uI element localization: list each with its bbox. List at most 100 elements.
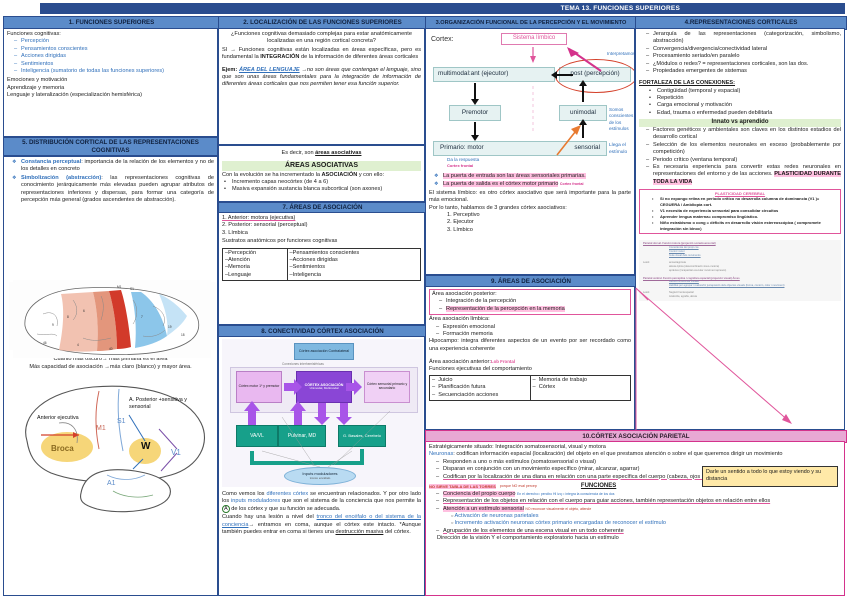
diagram-cortex-label: Cortex: [431, 36, 454, 43]
svg-text:19: 19 [168, 325, 172, 329]
list-item: ○ Incremento activación neuronas córtex … [451, 520, 666, 527]
list-item: Constancia perceptual: importancia de la… [12, 159, 214, 174]
list-item: Codifican por la localización de una dia… [436, 474, 767, 482]
s5-text-1: : importancia de la relación de los elem… [21, 159, 214, 173]
arrow-primary-unimodal [579, 119, 587, 138]
list-item: Niño estrabismo o cong = déficits en des… [652, 220, 838, 232]
svg-text:M1: M1 [117, 285, 122, 289]
section-4-title: 4.REPRESENTACIONES CORTICALES [684, 19, 798, 27]
s9-limbic-items: Expresión emocional Formación memoria [429, 324, 631, 339]
panel-section-10: Estratégicamente situado: Integración so… [425, 441, 845, 596]
list-item: ○ Activación de neuronas parietales [451, 512, 539, 519]
list-item: Inteligencia (sumatorio de todas las fun… [14, 68, 214, 76]
list-item: Expresión emocional [436, 324, 631, 332]
svg-text:A1: A1 [107, 480, 116, 487]
list-item: Edad, trauma o enfermedad pueden debilit… [649, 110, 841, 118]
list-item: Carga emocional y motivación [649, 102, 841, 110]
brain-sketch-figure: W M1 S1 V1 A1 Broca Anterior ejecutiva A… [11, 375, 213, 521]
list-item: Atención a un estímulo sensorial NO reco… [436, 505, 841, 513]
diagram-highlight-ellipse [555, 59, 634, 93]
s10-last-line: Dirección de la visión Y el comportamien… [437, 535, 619, 542]
list-item: Agrupación de los elementos de una escen… [436, 528, 841, 536]
s2-question: ¿Funciones cognitivas demasiado compleja… [231, 31, 412, 45]
s10-functions-2: Agrupación de los elementos de una escen… [429, 528, 841, 536]
list-item: Propiedades emergentes de sistemas [646, 68, 841, 76]
s1-line-2: Aprendizaje y memoria [7, 84, 65, 91]
s5-caption-2: Más capacidad de asociación →más claro (… [29, 363, 192, 370]
diagram-box-contralateral: Córtex asociación Contralateral [294, 343, 354, 360]
brain-label-broca: Broca [51, 444, 74, 453]
s8-paragraph-2: Cuando hay una lesión a nivel del tronco… [222, 514, 421, 535]
panel-section-7: 1. Anterior: motora (ejecutiva) 2. Poste… [218, 212, 425, 325]
list-item: 3. Límbico [447, 226, 473, 233]
brain-label-posterior: A. Posterior +sensitiva y sensorial [129, 397, 187, 410]
list-item: Es necesaria experiencia para convertir … [646, 164, 841, 186]
s10-warning-row: NO SIRVE TABLA DE LAS TORRES porque NO e… [429, 482, 617, 490]
svg-text:M1: M1 [96, 425, 106, 432]
table-cell: – Memoria de trabajo – Córtex [529, 374, 631, 401]
diagram-box-limbic: Sistema límbico [501, 33, 567, 45]
list-item: Contigüidad (temporal y espacial) [649, 88, 841, 96]
list-item: Conciencia del propio cuerpo En el derec… [436, 490, 841, 499]
s2-closing: Es decir, son áreas asociativas [281, 150, 362, 156]
section-6-title: ÁREAS ASOCIATIVAS [222, 161, 421, 171]
list-item: 1. Perceptivo [447, 211, 480, 218]
list-item: Repetición [649, 95, 841, 103]
section-9-title: 9. ÁREAS DE ASOCIACIÓN [491, 277, 571, 285]
svg-text:S1: S1 [130, 287, 134, 291]
diagram-note-interpretamos: Interpretamos [607, 51, 635, 56]
diagram-label-interhem: Conexiones interhemisféricas [282, 362, 324, 366]
list-item: Jerarquía de las representaciones (categ… [646, 31, 841, 46]
diagram-box-motor-cortex: Córtex motor 1º y premotor [236, 371, 282, 403]
list-item: ¿Módulos o redes? = representaciones cor… [646, 61, 841, 69]
list-item: Convergencia/divergencia/conectividad la… [646, 46, 841, 54]
list-item: Incremento capas neocórtex (de 4 a 6) [224, 179, 421, 187]
list-item: Integración de la percepción [439, 298, 628, 306]
s10-functions: Conciencia del propio cuerpo En el derec… [429, 490, 841, 513]
s6-line: Con la evolución se ha incrementado la A… [222, 171, 385, 178]
list-item: Simbolización (abstracción): las represe… [12, 175, 214, 205]
s3-numbered-list: 1. Perceptivo 2. Ejecutor 3. Límbico [429, 212, 631, 234]
s10-funciones-title: FUNCIONES [580, 482, 617, 489]
table-cell: –Percepción –Atención –Memoria –Lenguaje [222, 247, 288, 281]
svg-text:V1: V1 [171, 448, 181, 457]
panel-section-1: Funciones cognitivas: Percepción Pensami… [3, 28, 218, 137]
s10-note-box: Darle un sentido a todo lo que estoy vie… [702, 466, 838, 487]
svg-text:6: 6 [83, 309, 85, 313]
s7-table: –Percepción –Atención –Memoria –Lenguaje… [222, 247, 422, 282]
s1-line-3: Lenguaje y lateralización (especializaci… [7, 92, 142, 98]
s7-sub: Sustratos anatómicos por funciones cogni… [222, 238, 338, 245]
diagram-box-primary: Primario: motor sensorial [433, 141, 607, 156]
panel-section-3: Cortex: Sistema límbico multimodal:ant (… [425, 28, 635, 275]
s5-bullets: Constancia perceptual: importancia de la… [7, 159, 214, 204]
s10-line-1: Estratégicamente situado: Integración so… [429, 444, 606, 450]
brain-sketch-svg: W M1 S1 V1 A1 Broca [25, 385, 206, 513]
list-item: Representación de la percepción en la me… [439, 305, 628, 314]
s7-item-3: 3. Límbica [222, 229, 248, 236]
s4-fortaleza-items: Contigüidad (temporal y espacial) Repeti… [639, 88, 841, 118]
s4-plasticidad-title: PLASTICIDAD CEREBRAL [714, 191, 766, 197]
diagram-box-cortex-asociacion: CÓRTEX ASOCIACIÓN Unimodal, Multimodal [296, 371, 352, 403]
svg-text:7: 7 [141, 315, 143, 319]
list-item: Responden a uno o más estímulos (somatos… [436, 459, 767, 467]
s7-item-2: 2. Posterior: sensorial (perceptual) [222, 222, 308, 229]
list-item: Periodo crítico (ventana temporal) [646, 157, 841, 165]
section-header-5: 5. DISTRIBUCIÓN CORTICAL DE LAS REPRESEN… [3, 137, 218, 156]
list-item: La puerta de entrada son las áreas senso… [434, 173, 631, 180]
table-row: –Percepción –Atención –Memoria –Lenguaje… [222, 247, 422, 281]
page-title: TEMA 13. FUNCIONES SUPERIORES [560, 5, 680, 12]
list-item: Pensamientos conscientes [14, 46, 214, 54]
s1-line-1: Emociones y motivación [7, 77, 68, 84]
section-7-title: 7. ÁREAS DE ASOCIACIÓN [282, 204, 363, 212]
list-item: Factores genéticos y ambientales son cla… [646, 127, 841, 142]
panel-section-6: Es decir, son áreas asociativas ÁREAS AS… [218, 145, 425, 202]
list-item: V1 necesita de experiencia sensorial par… [652, 208, 838, 214]
section-2-title: 2. LOCALIZACIÓN DE LAS FUNCIONES SUPERIO… [243, 19, 402, 27]
s4-bullets: Jerarquía de las representaciones (categ… [639, 31, 841, 76]
s10-items: Responden a uno o más estímulos (somatos… [429, 459, 767, 482]
list-item: Aprender lengua materna= compromiso ling… [652, 214, 838, 220]
s1-bullet-list: Percepción Pensamientos conscientes Acci… [7, 38, 214, 75]
s9-limbic-title: Área asociación límbica: [429, 316, 490, 323]
functional-organization-diagram: Cortex: Sistema límbico multimodal:ant (… [429, 31, 634, 169]
